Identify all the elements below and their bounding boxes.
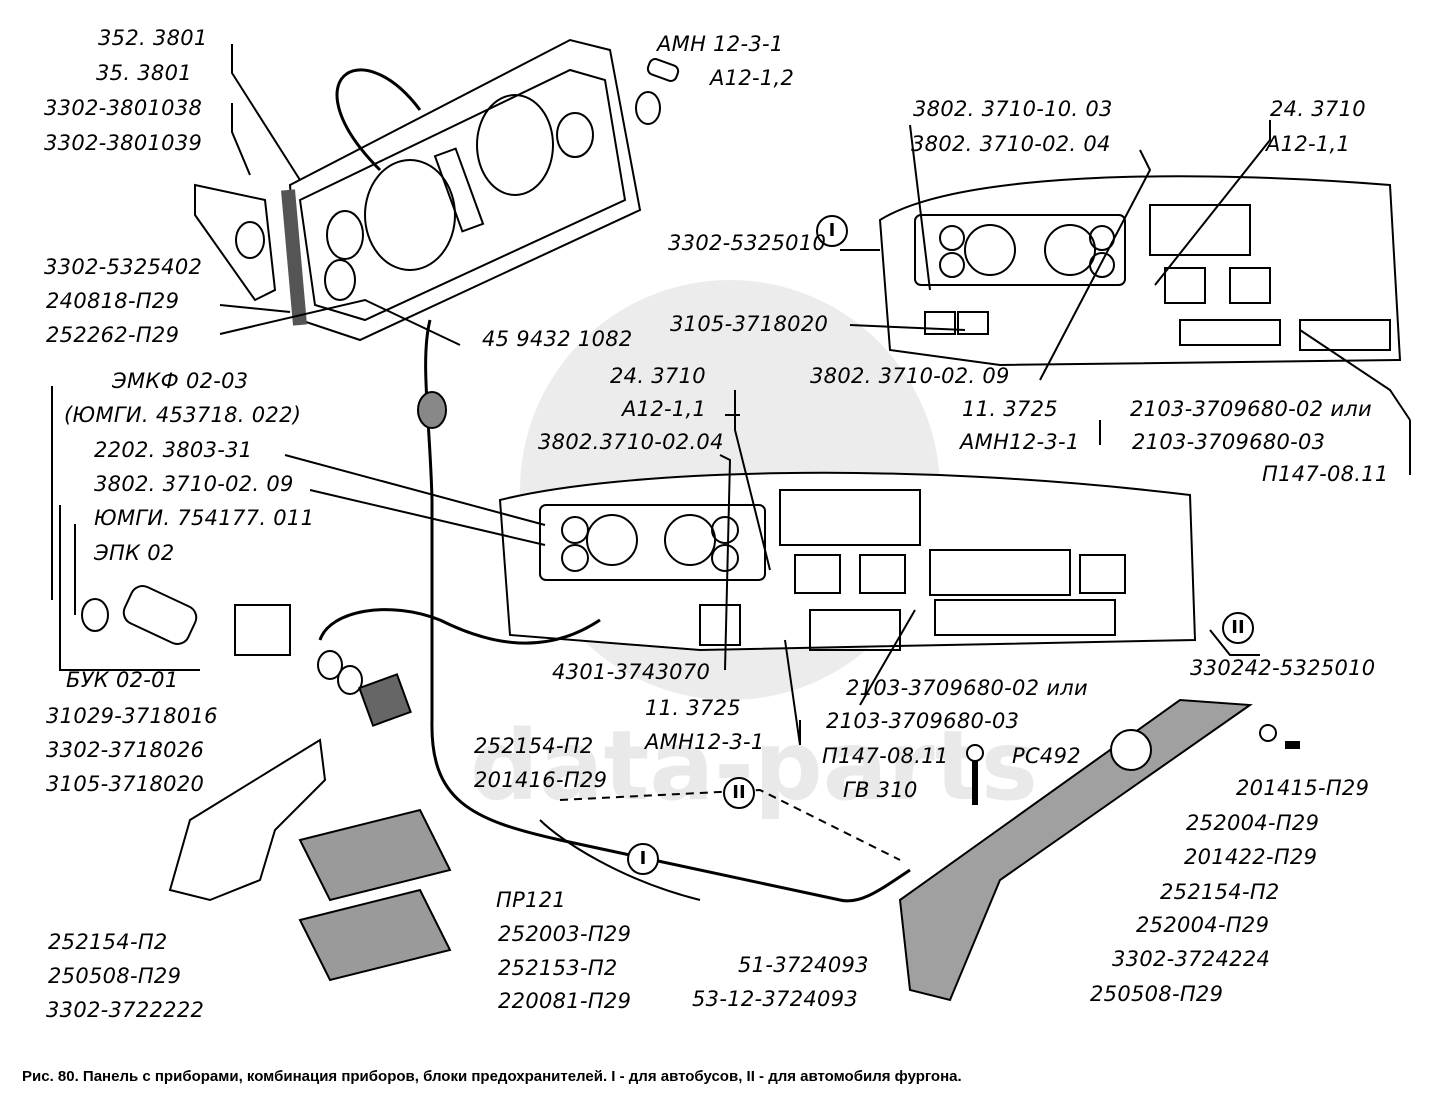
part-label: 3302-5325402 [44,255,203,279]
part-label: 252262-П29 [46,323,180,347]
panel-II-drawing [498,471,1197,652]
figure-caption: Рис. 80. Панель с приборами, комбинация … [22,1068,962,1085]
variant-marker-I: I [816,215,848,247]
part-label: БУК 02-01 [66,668,179,692]
part-label: 2103-3709680-02 или [1130,397,1372,421]
part-label: 2103-3709680-03 [826,709,1020,733]
part-label: 352. 3801 [98,26,208,50]
part-label: 3302-3722222 [46,998,205,1022]
part-label: 201422-П29 [1184,845,1318,869]
part-label: 3802. 3710-02. 09 [94,472,294,496]
part-label: П147-08.11 [1262,462,1389,486]
part-label: 201416-П29 [474,768,608,792]
part-label: 2103-3709680-03 [1132,430,1326,454]
part-label: 3302-3801038 [44,96,203,120]
part-label: 3302-3801039 [44,131,203,155]
variant-marker-I-lower: I [627,843,659,875]
cluster-bracket [194,183,277,302]
part-label: 201415-П29 [1236,776,1370,800]
part-label: 2103-3709680-02 или [846,676,1088,700]
part-label: (ЮМГИ. 453718. 022) [64,403,302,427]
variant-marker-II: II [1222,612,1254,644]
part-label: 252004-П29 [1186,811,1320,835]
steel-bracket [898,698,1253,1002]
part-label: 252154-П2 [1160,880,1280,904]
variant-marker-II-lower: II [723,777,755,809]
part-label: П147-08.11 [822,744,949,768]
part-label: 252003-П29 [498,922,632,946]
part-label: 250508-П29 [1090,982,1224,1006]
part-label: ЮМГИ. 754177. 011 [94,506,315,530]
part-label: 24. 3710 [610,364,706,388]
part-label: 35. 3801 [96,61,192,85]
part-label: 3802. 3710-10. 03 [913,97,1113,121]
part-label: АМН12-3-1 [960,430,1080,454]
part-label: 3802. 3710-02. 09 [810,364,1010,388]
part-label: 3802. 3710-02. 04 [911,132,1111,156]
part-label: АМН 12-3-1 [657,32,784,56]
part-label: 330242-5325010 [1190,656,1376,680]
part-label: 252154-П2 [474,734,594,758]
instrument-cluster-drawing [281,38,642,342]
relay-buk [234,604,291,656]
part-label: 11. 3725 [962,397,1058,421]
part-label: РС492 [1012,744,1081,768]
part-label: 3302-3718026 [46,738,205,762]
part-label: 11. 3725 [645,696,741,720]
part-label: 53-12-3724093 [692,987,859,1011]
panel-I-drawing [878,175,1402,367]
part-label: ЭПК 02 [94,541,175,565]
part-label: ГВ 310 [843,778,918,802]
part-label: ПР121 [496,888,567,912]
part-label: 31029-3718016 [46,704,218,728]
part-label: 4301-3743070 [552,660,711,684]
part-label: 3302-5325010 [668,231,827,255]
part-label: 240818-П29 [46,289,180,313]
part-label: А12-1,1 [1266,132,1351,156]
part-label: 51-3724093 [738,953,869,977]
part-label: 2202. 3803-31 [94,438,253,462]
part-label: А12-1,2 [710,66,795,90]
part-label: ЭМКФ 02-03 [112,369,249,393]
part-label: 3105-3718020 [46,772,205,796]
part-label: АМН12-3-1 [645,730,765,754]
part-label: 250508-П29 [48,964,182,988]
part-label: 3302-3724224 [1112,947,1271,971]
part-label: 220081-П29 [498,989,632,1013]
fuse-blocks-drawing [298,808,452,982]
part-label: А12-1,1 [622,397,707,421]
watermark-text: data-parts [470,710,1038,822]
part-label: 45 9432 1082 [482,327,633,351]
part-label: 252154-П2 [48,930,168,954]
part-label: 3802.3710-02.04 [538,430,724,454]
part-label: 252004-П29 [1136,913,1270,937]
part-label: 252153-П2 [498,956,618,980]
part-label: 24. 3710 [1270,97,1366,121]
mounting-plate [168,738,327,902]
part-label: 3105-3718020 [670,312,829,336]
